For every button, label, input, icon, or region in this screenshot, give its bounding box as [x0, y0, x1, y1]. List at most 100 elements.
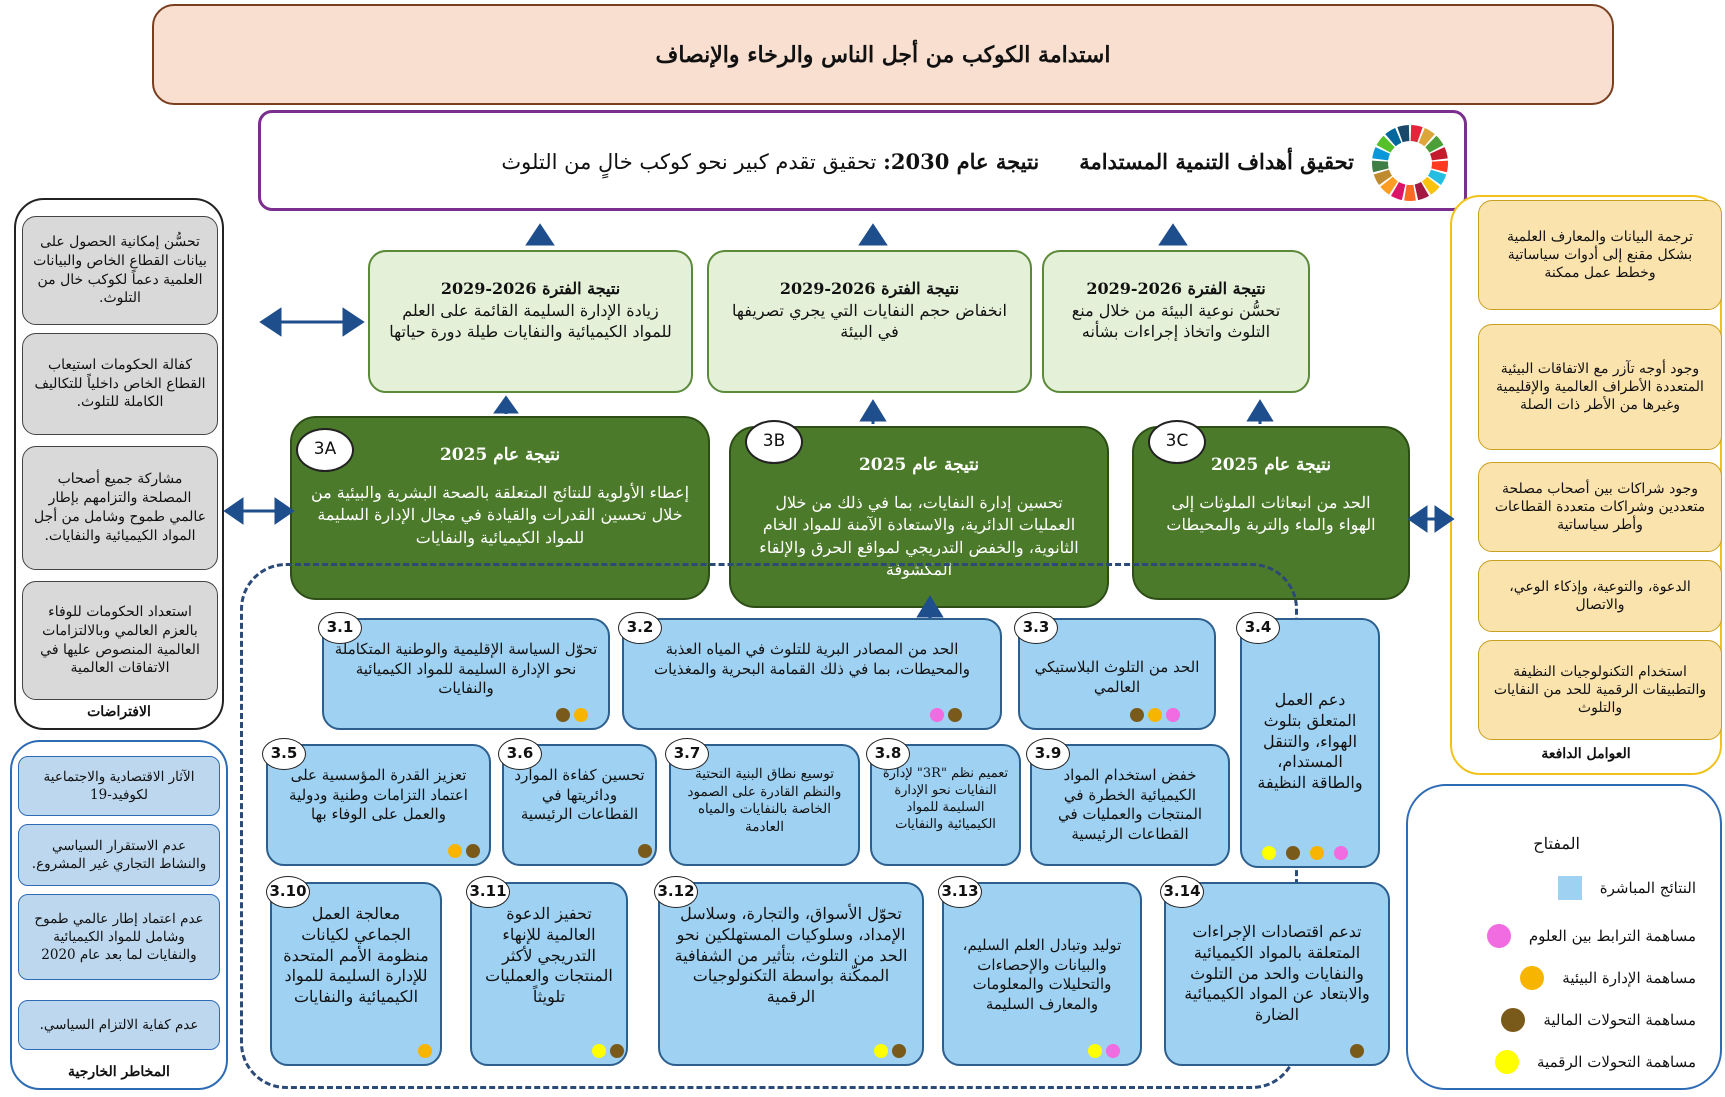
- driver-card: الدعوة، والتوعية، وإذكاء الوعي، والاتصال: [1478, 560, 1722, 632]
- key-list: النتائج المباشرة مساهمة الترابط بين العل…: [1406, 784, 1722, 1090]
- outcome-tag: 3A: [296, 428, 354, 472]
- risk-card: عدم كفاية الالتزام السياسي.: [18, 1000, 220, 1050]
- output-number: 3.13: [938, 876, 982, 908]
- output-number: 3.6: [498, 738, 542, 770]
- dot-financial-icon: [610, 1044, 624, 1058]
- sdg-wheel-segment: [1397, 125, 1410, 143]
- page-title-text: استدامة الكوكب من أجل الناس والرخاء والإ…: [655, 41, 1111, 68]
- sdg-wheel-segment: [1410, 125, 1423, 143]
- output-dots: [1130, 708, 1180, 722]
- sdg-wheel-icon: [1372, 125, 1448, 201]
- arrow-up-head: [1246, 399, 1274, 422]
- period-outcome-card: نتيجة الفترة 2026-2029 زيادة الإدارة الس…: [368, 250, 693, 393]
- period-outcome-text: زيادة الإدارة السليمة القائمة على العلم …: [389, 300, 672, 342]
- arrow-right-head: [342, 307, 365, 337]
- output-card: تحفيز الدعوة العالمية للإنهاء التدريجي ل…: [466, 876, 628, 1066]
- arrow-up-head: [493, 395, 519, 414]
- arrow-up-head: [525, 223, 555, 246]
- output-card: تدعم اقتصادات الإجراءات المتعلقة بالمواد…: [1160, 876, 1390, 1066]
- sdg-wheel-segment: [1372, 147, 1391, 161]
- output-dots: [1350, 1044, 1364, 1058]
- output-card: الحد من المصادر البرية للتلوث في المياه …: [618, 612, 1002, 730]
- sdg-result-box: تحقيق أهداف التنمية المستدامة نتيجة عام …: [258, 110, 1467, 211]
- arrow-left-head: [259, 307, 282, 337]
- dot-financial-icon: [638, 844, 652, 858]
- output-text: تحوّل السياسة الإقليمية والوطنية المتكام…: [334, 640, 598, 697]
- key-label: النتائج المباشرة: [1599, 879, 1696, 897]
- dot-financial-icon: [1286, 846, 1300, 860]
- arrow-left-head: [223, 497, 244, 525]
- output-dots: [930, 708, 962, 722]
- output-number: 3.4: [1236, 612, 1280, 644]
- output-dots: [448, 844, 480, 858]
- key-item: مساهمة الترابط بين العلوم: [1486, 924, 1696, 948]
- dot-science-icon: [1166, 708, 1180, 722]
- dot-digital-icon: [1088, 1044, 1102, 1058]
- output-text: تحفيز الدعوة العالمية للإنهاء التدريجي ل…: [485, 904, 613, 1007]
- dot-environmental-icon: [574, 708, 588, 722]
- assumption-card: كفالة الحكومات استيعاب القطاع الخاص داخل…: [22, 333, 218, 435]
- arrow-up-head: [859, 399, 887, 422]
- dot-environmental-icon: [1310, 846, 1324, 860]
- outcome-2025-text: الحد من انبعاثات الملوثات إلى الهواء وال…: [1166, 492, 1376, 535]
- period-outcome-title: نتيجة الفترة 2026-2029: [440, 279, 621, 298]
- key-item: مساهمة التحولات المالية: [1501, 1008, 1696, 1032]
- output-number: 3.11: [466, 876, 510, 908]
- output-card: توليد وتبادل العلم السليم، والبيانات وال…: [938, 876, 1142, 1066]
- key-label: مساهمة الترابط بين العلوم: [1528, 927, 1696, 945]
- key-label: مساهمة التحولات المالية: [1543, 1011, 1696, 1029]
- period-outcome-text: انخفاض حجم النفايات التي يجري تصريفها في…: [732, 300, 1007, 342]
- key-title: المفتاح: [1533, 834, 1580, 853]
- output-text: الحد من التلوث البلاستيكي العالمي: [1034, 658, 1200, 696]
- dot-financial-icon: [1130, 708, 1144, 722]
- sdg-wheel-segment: [1404, 184, 1416, 201]
- outcome-2025-title: نتيجة عام 2025: [439, 445, 561, 465]
- output-dots: [592, 1044, 624, 1058]
- page-title: استدامة الكوكب من أجل الناس والرخاء والإ…: [152, 4, 1614, 105]
- output-text: الحد من المصادر البرية للتلوث في المياه …: [653, 640, 970, 678]
- dot-financial-icon: [556, 708, 570, 722]
- dot-digital-icon: [874, 1044, 888, 1058]
- sdg-wheel-segment: [1422, 176, 1440, 195]
- dot-environmental-icon: [418, 1044, 432, 1058]
- risks-caption: المخاطر الخارجية: [68, 1064, 170, 1080]
- drivers-caption: العوامل الدافعة: [1541, 746, 1631, 762]
- sdg-text-row: تحقيق أهداف التنمية المستدامة نتيجة عام …: [501, 113, 1354, 210]
- driver-card: وجود أوجه تآزر مع الاتفاقات البيئية المت…: [1478, 324, 1722, 450]
- output-text: تحسين كفاءة الموارد ودائريتها في القطاعا…: [514, 766, 645, 823]
- key-brown-circle-icon: [1501, 1008, 1526, 1032]
- output-text: دعم العمل المتعلق بتلوث الهواء، والتنقل …: [1257, 690, 1363, 793]
- output-card: تعزيز القدرة المؤسسية على اعتماد التزاما…: [262, 738, 491, 866]
- outcome-2025-title: نتيجة عام 2025: [858, 455, 980, 475]
- sdg-wheel-segment: [1390, 182, 1406, 201]
- arrow-left-head: [1407, 505, 1428, 533]
- sdg-result-label: نتيجة عام 2030:: [883, 149, 1040, 174]
- period-outcome-title: نتيجة الفترة 2026-2029: [1086, 279, 1266, 298]
- driver-card: استخدام التكنولوجيات النظيفة والتطبيقات …: [1478, 640, 1722, 740]
- output-card: تحوّل السياسة الإقليمية والوطنية المتكام…: [318, 612, 610, 730]
- key-orange-circle-icon: [1520, 966, 1545, 990]
- outcome-tag: 3C: [1148, 420, 1206, 464]
- sdg-wheel-segment: [1414, 182, 1430, 201]
- output-text: تحوّل الأسواق، والتجارة، وسلاسل الإمداد،…: [674, 904, 908, 1007]
- key-square-icon: [1557, 876, 1582, 900]
- outcome-2025-card: نتيجة عام 2025 إعطاء الأولوية للنتائج ال…: [290, 416, 710, 600]
- output-number: 3.14: [1160, 876, 1204, 908]
- output-dots: [418, 1044, 432, 1058]
- output-number: 3.3: [1014, 612, 1058, 644]
- dot-environmental-icon: [448, 844, 462, 858]
- sdg-wheel-segment: [1376, 135, 1395, 153]
- output-card: تحسين كفاءة الموارد ودائريتها في القطاعا…: [498, 738, 657, 866]
- output-number: 3.10: [266, 876, 310, 908]
- assumption-card: مشاركة جميع أصحاب المصلحة والتزامهم بإطا…: [22, 446, 218, 570]
- risk-card: عدم اعتماد إطار عالمي طموح وشامل للمواد …: [18, 894, 220, 980]
- output-text: خفض استخدام المواد الكيميائية الخطرة في …: [1057, 766, 1203, 843]
- outcome-tag: 3B: [745, 420, 803, 464]
- dot-environmental-icon: [1148, 708, 1162, 722]
- output-card: دعم العمل المتعلق بتلوث الهواء، والتنقل …: [1236, 612, 1380, 868]
- key-panel: المفتاح: [1406, 784, 1722, 1090]
- sdg-result: نتيجة عام 2030: تحقيق تقدم كبير نحو كوكب…: [501, 149, 1039, 174]
- period-outcome-text: تحسُّن نوعية البيئة من خلال منع التلوث و…: [1071, 300, 1281, 342]
- output-text: معالجة العمل الجماعي لكيانات منظومة الأم…: [283, 904, 429, 1007]
- sdg-wheel-segment: [1429, 147, 1448, 161]
